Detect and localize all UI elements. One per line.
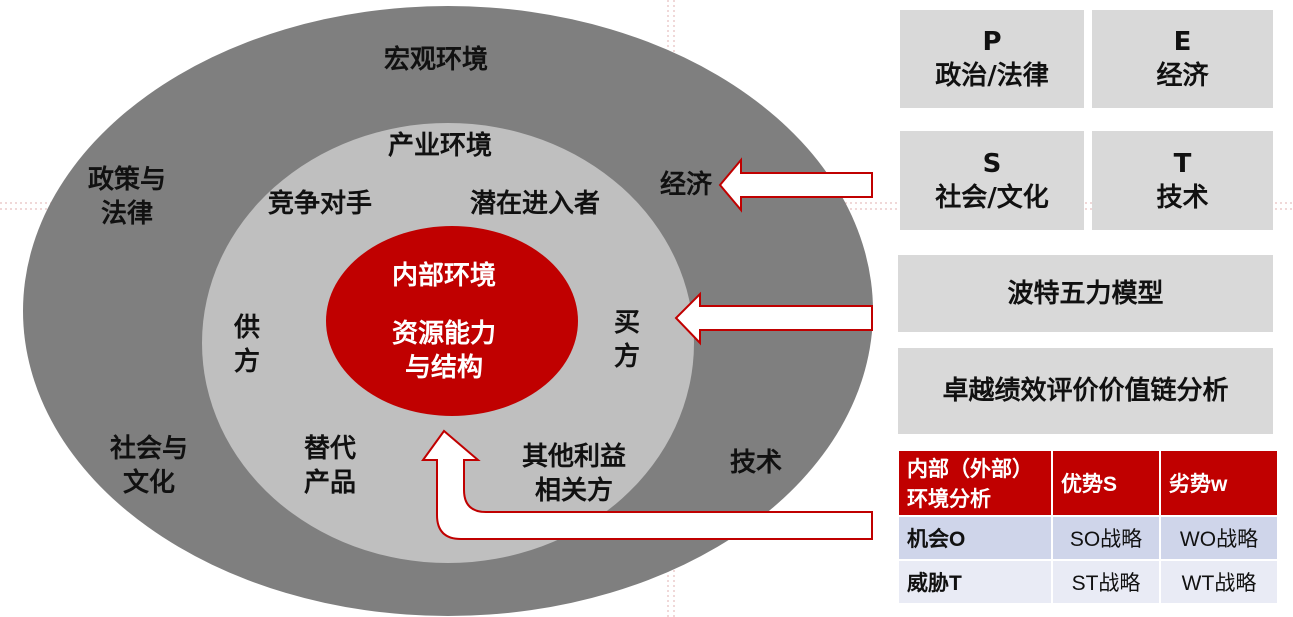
pest-t-box: T 技术 bbox=[1092, 131, 1273, 230]
industry-environment-label: 产业环境 bbox=[388, 131, 493, 161]
porter-five-forces-text: 波特五力模型 bbox=[1007, 278, 1164, 309]
pest-e-text: 经济 bbox=[1156, 61, 1209, 91]
potential-entrants-label: 潜在进入者 bbox=[470, 189, 601, 219]
resources-line1: 资源能力 bbox=[392, 319, 497, 349]
porter-to-buyer-arrow bbox=[674, 291, 873, 346]
economy-label: 经济 bbox=[660, 170, 713, 200]
stakeholders-label: 其他利益 相关方 bbox=[522, 440, 626, 508]
resources-label: 资源能力 与结构 bbox=[392, 317, 496, 385]
swot-so-cell: SO战略 bbox=[1051, 515, 1161, 561]
pest-e-letter: E bbox=[1173, 27, 1192, 57]
swot-corner-line2: 环境分析 bbox=[907, 488, 991, 511]
pest-e-box: E 经济 bbox=[1092, 10, 1273, 108]
pest-t-letter: T bbox=[1173, 148, 1192, 179]
swot-corner-header: 内部（外部） 环境分析 bbox=[897, 449, 1053, 517]
macro-environment-label: 宏观环境 bbox=[384, 45, 489, 75]
substitutes-line1: 替代 bbox=[304, 434, 357, 464]
pest-s-text: 社会/文化 bbox=[935, 182, 1049, 213]
substitutes-line2: 产品 bbox=[304, 468, 357, 498]
internal-environment-label: 内部环境 bbox=[392, 261, 497, 291]
society-culture-line1: 社会与 bbox=[110, 434, 189, 464]
internal-environment-ellipse bbox=[326, 226, 578, 416]
swot-threat-label: 威胁T bbox=[897, 559, 1053, 605]
pest-p-letter: P bbox=[982, 27, 1002, 57]
environment-diagram bbox=[23, 6, 873, 616]
swot-opportunity-label: 机会O bbox=[897, 515, 1053, 561]
swot-strength-header: 优势S bbox=[1051, 449, 1161, 517]
swot-threat-row: 威胁T ST战略 WT战略 bbox=[897, 559, 1279, 605]
buyer-line1: 买 bbox=[614, 308, 641, 338]
swot-to-internal-arrow bbox=[421, 429, 873, 540]
society-culture-line2: 文化 bbox=[123, 468, 176, 498]
supplier-label: 供 方 bbox=[234, 311, 260, 379]
swot-table: 内部（外部） 环境分析 优势S 劣势w 机会O SO战略 WO战略 威胁T ST… bbox=[897, 449, 1279, 605]
swot-wt-cell: WT战略 bbox=[1159, 559, 1279, 605]
swot-header-row: 内部（外部） 环境分析 优势S 劣势w bbox=[897, 449, 1279, 517]
swot-opportunity-row: 机会O SO战略 WO战略 bbox=[897, 515, 1279, 561]
pest-to-economy-arrow bbox=[718, 157, 873, 213]
pest-t-text: 技术 bbox=[1156, 182, 1209, 213]
supplier-line2: 方 bbox=[234, 347, 261, 377]
swot-wo-cell: WO战略 bbox=[1159, 515, 1279, 561]
technology-label: 技术 bbox=[730, 448, 783, 478]
policy-law-label: 政策与 法律 bbox=[88, 163, 166, 231]
pest-s-letter: S bbox=[982, 148, 1002, 179]
policy-law-line1: 政策与 bbox=[88, 165, 167, 195]
value-chain-text: 卓越绩效评价价值链分析 bbox=[942, 376, 1229, 406]
pest-p-box: P 政治/法律 bbox=[900, 10, 1084, 108]
swot-weakness-header: 劣势w bbox=[1159, 449, 1279, 517]
pest-s-box: S 社会/文化 bbox=[900, 131, 1084, 230]
policy-law-line2: 法律 bbox=[101, 199, 154, 229]
value-chain-box: 卓越绩效评价价值链分析 bbox=[898, 348, 1273, 434]
pest-p-text: 政治/法律 bbox=[935, 61, 1049, 91]
buyer-line2: 方 bbox=[614, 342, 641, 372]
society-culture-label: 社会与 文化 bbox=[110, 432, 188, 500]
supplier-line1: 供 bbox=[234, 313, 261, 343]
swot-st-cell: ST战略 bbox=[1051, 559, 1161, 605]
stakeholders-line2: 相关方 bbox=[535, 476, 614, 506]
competitors-label: 竞争对手 bbox=[268, 189, 373, 219]
substitutes-label: 替代 产品 bbox=[304, 432, 356, 500]
stakeholders-line1: 其他利益 bbox=[522, 442, 627, 472]
buyer-label: 买 方 bbox=[614, 306, 640, 374]
swot-corner-line1: 内部（外部） bbox=[907, 458, 1033, 481]
resources-line2: 与结构 bbox=[405, 353, 484, 383]
porter-five-forces-box: 波特五力模型 bbox=[898, 255, 1273, 332]
